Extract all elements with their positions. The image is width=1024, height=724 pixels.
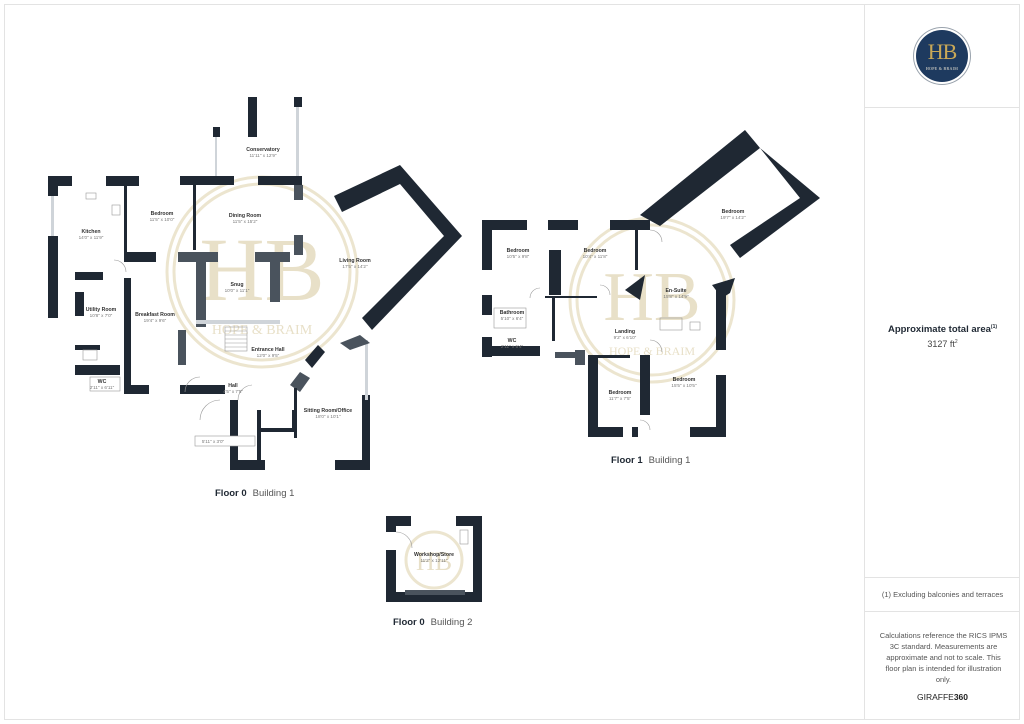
svg-text:11'7" x 7'5": 11'7" x 7'5" [609,396,632,401]
building-label: Building 1 [252,488,295,499]
svg-text:11'11" x 12'9": 11'11" x 12'9" [249,153,276,158]
floor-label: Floor 0 [215,488,247,499]
giraffe360-brand: GIRAFFE360 [916,692,969,702]
svg-text:10'4" x 11'8": 10'4" x 11'8" [583,254,608,259]
svg-text:Sitting Room/Office: Sitting Room/Office [304,408,353,414]
svg-text:15'8" x 14'9": 15'8" x 14'9" [663,294,689,299]
svg-text:Bedroom: Bedroom [584,248,607,254]
hope-braim-logo: HB HOPE & BRAIM [916,30,968,82]
svg-text:Snug: Snug [231,282,244,288]
fixtures [82,192,256,447]
page-frame [4,4,1020,720]
svg-text:5'11" x 3'0": 5'11" x 3'0" [202,439,225,444]
svg-text:11'2" x 12'11": 11'2" x 12'11" [420,558,447,563]
svg-text:2'11" x 5'4": 2'11" x 5'4" [501,344,524,349]
svg-text:19'7" x 14'2": 19'7" x 14'2" [720,215,746,220]
svg-text:Bedroom: Bedroom [507,248,530,254]
svg-text:2'11" x 6'11": 2'11" x 6'11" [90,385,115,390]
disclaimer-text: Calculations reference the RICS IPMS 3C … [879,631,1008,684]
svg-text:11'5" x 15'2": 11'5" x 15'2" [233,219,258,224]
floor1-building1-walls [482,130,820,437]
svg-text:10'8" x 7'0": 10'8" x 7'0" [90,313,113,318]
svg-text:En-Suite: En-Suite [665,288,686,294]
svg-text:9'2" x 6'10": 9'2" x 6'10" [614,335,637,340]
svg-text:Bedroom: Bedroom [609,390,632,396]
svg-text:Hall: Hall [228,383,238,389]
floor0-building2-walls [386,516,482,602]
svg-text:Kitchen: Kitchen [81,229,100,235]
info-sidebar: HB HOPE & BRAIM Approximate total area(1… [864,4,1020,720]
caption-floor0-building1: Floor 0 Building 1 [215,488,294,499]
floor0-building2-labels: Workshop/Store 11'2" x 12'11" [414,552,454,563]
svg-text:19'4" x 9'6": 19'4" x 9'6" [144,318,167,323]
svg-text:11'5" x 10'0": 11'5" x 10'0" [150,217,175,222]
logo-initials: HB [927,39,958,64]
svg-text:Conservatory: Conservatory [246,147,280,153]
footnote-text: (1) Excluding balconies and terraces [881,590,1004,599]
svg-text:WC: WC [508,338,517,344]
caption-floor0-building2: Floor 0 Building 2 [393,617,472,628]
footnote-section: (1) Excluding balconies and terraces [865,578,1020,612]
logo-name: HOPE & BRAIM [925,66,959,71]
svg-text:12'0" x 9'5": 12'0" x 9'5" [257,353,280,358]
svg-text:Workshop/Store: Workshop/Store [414,552,454,558]
svg-text:Bedroom: Bedroom [151,211,174,217]
svg-text:5'10" x 6'4": 5'10" x 6'4" [501,316,524,321]
area-value: 3127 ft2 [927,339,958,349]
svg-text:Landing: Landing [615,329,635,335]
svg-text:WC: WC [98,379,107,385]
floor0-building1-labels: Conservatory 11'11" x 12'9" Kitchen 14'0… [79,147,372,444]
svg-text:4'5" x 7'5": 4'5" x 7'5" [223,389,243,394]
svg-text:14'0" x 11'9": 14'0" x 11'9" [79,235,104,240]
area-title: Approximate total area(1) [887,324,998,336]
svg-text:15'5" x 10'5": 15'5" x 10'5" [671,383,697,388]
svg-text:Entrance Hall: Entrance Hall [251,347,285,353]
building-label: Building 1 [648,455,691,466]
svg-text:18'0" x 10'1": 18'0" x 10'1" [315,414,341,419]
svg-text:17'5" x 14'2": 17'5" x 14'2" [342,264,368,269]
floor0-building1-walls [48,97,462,470]
floor1-building1-labels: Bedroom 10'5" x 9'8" Bedroom 10'4" x 11'… [500,209,746,401]
svg-text:Utility Room: Utility Room [86,307,117,313]
caption-floor1-building1: Floor 1 Building 1 [611,455,690,466]
svg-text:Bathroom: Bathroom [500,310,525,316]
svg-text:Breakfast Room: Breakfast Room [135,312,175,318]
floor-label: Floor 1 [611,455,643,466]
svg-text:HB: HB [416,547,452,576]
disclaimer-section: Calculations reference the RICS IPMS 3C … [865,612,1020,720]
svg-text:HB: HB [199,221,324,320]
svg-text:10'5" x 9'8": 10'5" x 9'8" [507,254,530,259]
floor-plans: HB HOPE & BRAIM HB HOPE & BRAIM HB [48,97,820,602]
svg-text:10'0" x 11'1": 10'0" x 11'1" [225,288,250,293]
logo-section: HB HOPE & BRAIM [865,4,1020,108]
svg-text:Bedroom: Bedroom [673,377,696,383]
building-label: Building 2 [430,617,473,628]
svg-text:Living Room: Living Room [339,258,371,264]
area-section: Approximate total area(1) 3127 ft2 [865,108,1020,578]
svg-text:HB: HB [603,259,700,336]
svg-text:Bedroom: Bedroom [722,209,745,215]
floor-label: Floor 0 [393,617,425,628]
svg-text:HOPE & BRAIM: HOPE & BRAIM [212,323,313,338]
svg-text:HOPE & BRAIM: HOPE & BRAIM [609,344,695,358]
svg-text:Dining Room: Dining Room [229,213,262,219]
